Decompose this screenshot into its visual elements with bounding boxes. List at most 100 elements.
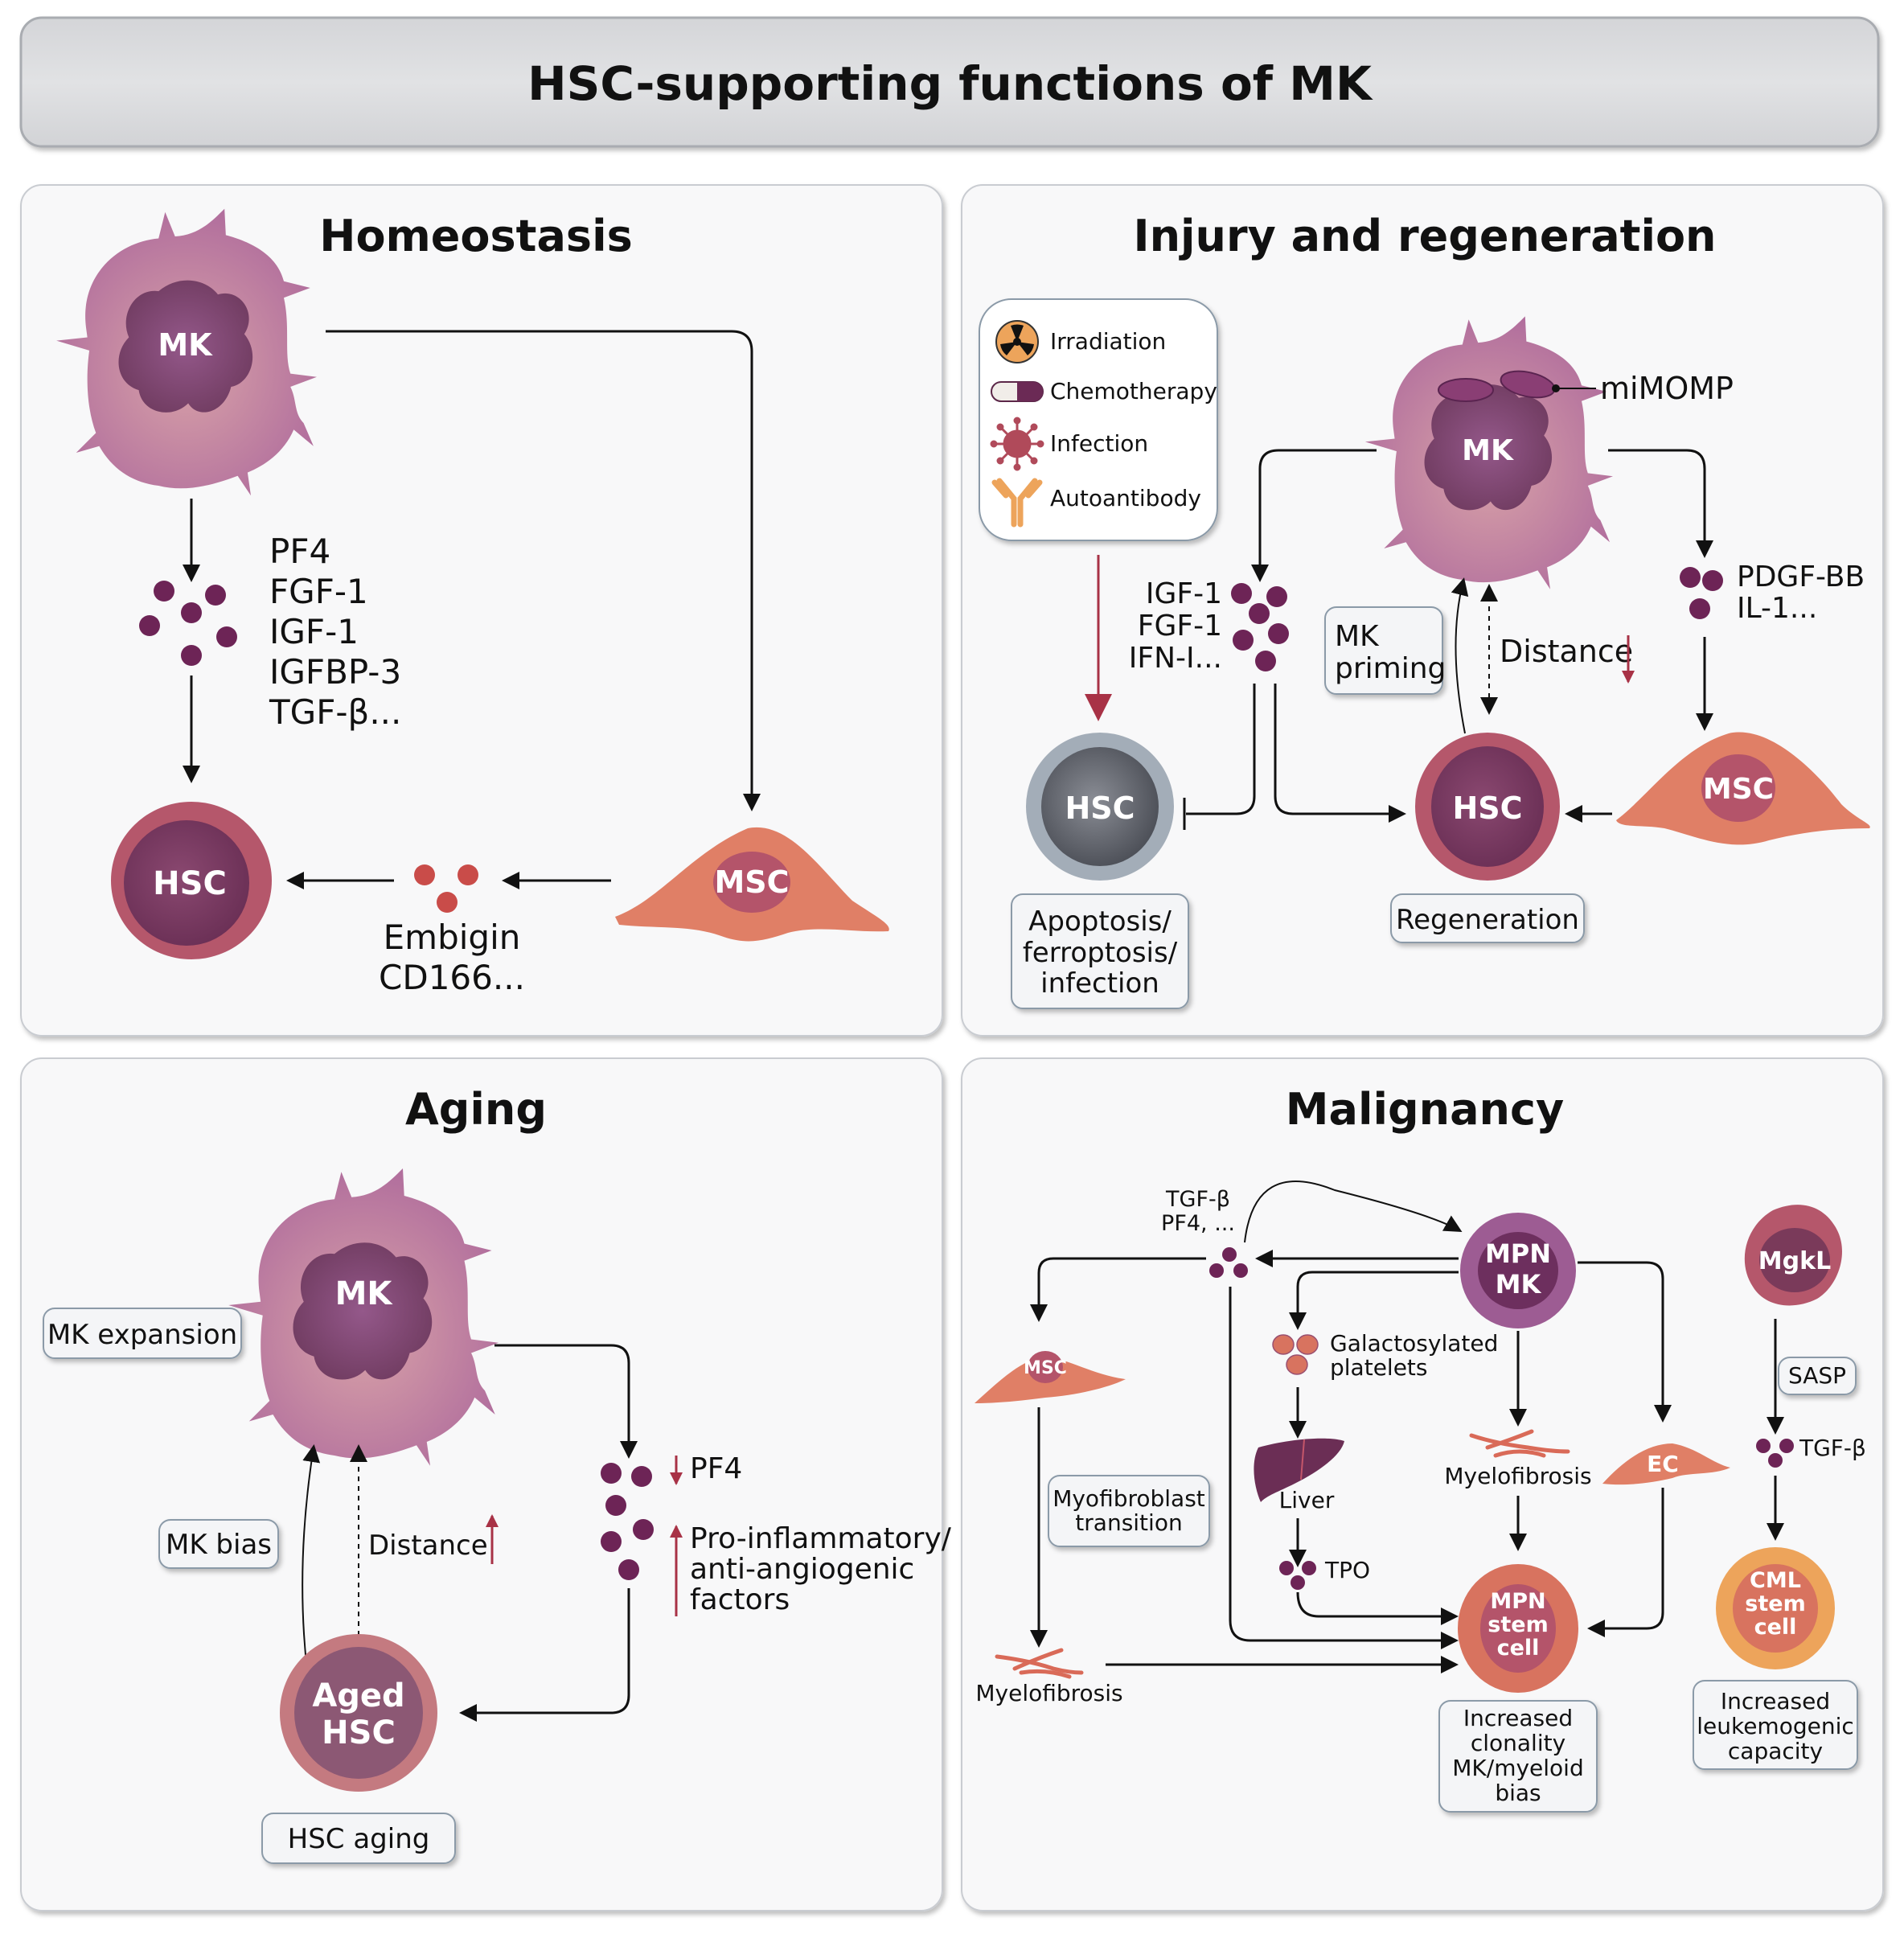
- svg-text:PF4: PF4: [690, 1452, 742, 1485]
- mpn-stem-cell: [1458, 1564, 1578, 1693]
- distance-label: Distance: [1500, 634, 1633, 669]
- svg-text:Myelofibrosis: Myelofibrosis: [975, 1680, 1122, 1706]
- svg-text:bias: bias: [1495, 1780, 1541, 1806]
- svg-text:MPN: MPN: [1490, 1589, 1545, 1614]
- svg-text:PF4: PF4: [269, 532, 330, 571]
- svg-text:cell: cell: [1754, 1615, 1797, 1640]
- svg-text:stem: stem: [1488, 1612, 1548, 1637]
- arrow-factors-to-msc: [1030, 1257, 1206, 1322]
- msc-cell-injury: [1616, 732, 1870, 845]
- svg-text:Myelofibrosis: Myelofibrosis: [1444, 1463, 1591, 1489]
- svg-text:Increased: Increased: [1721, 1688, 1830, 1714]
- svg-text:TPO: TPO: [1324, 1557, 1370, 1583]
- fibers-icon: [1469, 1429, 1570, 1458]
- mk-priming-box: MK priming: [1324, 606, 1446, 695]
- svg-text:leukemogenic: leukemogenic: [1697, 1713, 1854, 1739]
- svg-text:MK: MK: [335, 1275, 394, 1312]
- svg-text:MSC: MSC: [1024, 1358, 1067, 1378]
- tpo-cluster: [1279, 1561, 1316, 1590]
- svg-text:FGF-1: FGF-1: [269, 572, 368, 611]
- panel-injury: Injury and regeneration Irradiation Chem…: [961, 184, 1884, 1037]
- panel-title-malignancy: Malignancy: [1286, 1084, 1564, 1135]
- msc-cell: [615, 827, 889, 942]
- arrow-factors-to-aged-hsc: [459, 1588, 630, 1722]
- svg-text:priming: priming: [1335, 652, 1446, 685]
- panel-title-injury: Injury and regeneration: [1134, 211, 1717, 261]
- msc-cell-malignancy: [975, 1351, 1126, 1403]
- svg-text:PDGF-BB: PDGF-BB: [1737, 560, 1865, 593]
- svg-text:PF4, ...: PF4, ...: [1161, 1211, 1235, 1236]
- damaged-outcome-box: Apoptosis/ ferroptosis/ infection: [1011, 893, 1189, 1009]
- svg-text:factors: factors: [690, 1583, 790, 1616]
- arrow-mpnmk-to-ec: [1578, 1261, 1672, 1423]
- svg-text:transition: transition: [1075, 1509, 1182, 1536]
- svg-text:HSC: HSC: [1065, 790, 1135, 826]
- svg-text:IFN-I...: IFN-I...: [1129, 642, 1222, 675]
- svg-text:MK expansion: MK expansion: [47, 1319, 237, 1351]
- svg-text:Aged: Aged: [312, 1677, 404, 1714]
- virus-icon: [990, 417, 1044, 471]
- myofibroblast-box: Myofibroblast transition: [1048, 1475, 1210, 1547]
- mpn-outcome-box: Increased clonality MK/myeloid bias: [1438, 1700, 1598, 1813]
- antibody-icon: [991, 478, 1043, 528]
- msc-factor-cluster: [414, 864, 478, 913]
- panel-title-aging: Aging: [405, 1084, 547, 1135]
- svg-text:ferroptosis/: ferroptosis/: [1023, 937, 1178, 969]
- svg-text:Regeneration: Regeneration: [1396, 904, 1579, 936]
- mitochondria-icon: [1438, 370, 1556, 402]
- svg-text:TGF-β: TGF-β: [1165, 1187, 1230, 1212]
- arrow-factors-to-mpn-stem: [1229, 1287, 1459, 1649]
- right-factor-cluster: [1680, 567, 1723, 619]
- svg-text:MK: MK: [1496, 1269, 1542, 1300]
- hsc-aging-box: HSC aging: [261, 1813, 456, 1864]
- svg-text:MK: MK: [1335, 620, 1380, 653]
- svg-text:Autoantibody: Autoantibody: [1050, 485, 1201, 511]
- sasp-box: SASP: [1778, 1357, 1857, 1395]
- injury-legend: Irradiation Chemotherapy Infection: [979, 298, 1218, 541]
- svg-text:Distance: Distance: [368, 1530, 488, 1562]
- tgfb-cluster: [1756, 1439, 1794, 1468]
- factor-list: PF4 FGF-1 IGF-1 IGFBP-3 TGF-β...: [269, 532, 401, 732]
- svg-text:infection: infection: [1040, 967, 1159, 1000]
- svg-text:HSC: HSC: [1452, 790, 1522, 826]
- miMOMP-label: miMOMP: [1600, 371, 1734, 406]
- mk-label: MK: [158, 327, 213, 363]
- panel-homeostasis: Homeostasis MK PF4 FGF-1 IGF-1 IGFBP-3 T…: [20, 184, 943, 1037]
- mgkl-cell: [1744, 1205, 1842, 1306]
- arrow-factors-to-mpn-mk: [1244, 1180, 1463, 1243]
- svg-text:Liver: Liver: [1279, 1487, 1335, 1513]
- msc-label: MSC: [714, 864, 789, 900]
- svg-text:platelets: platelets: [1330, 1354, 1428, 1381]
- cml-outcome-box: Increased leukemogenic capacity: [1693, 1680, 1858, 1770]
- svg-text:HSC aging: HSC aging: [288, 1823, 430, 1855]
- arrow-mk-to-factors-aging: [494, 1344, 638, 1459]
- msc-factor-2: CD166...: [379, 958, 525, 997]
- svg-text:MPN: MPN: [1485, 1238, 1551, 1269]
- panel-title-homeostasis: Homeostasis: [319, 211, 632, 261]
- svg-text:MgkL: MgkL: [1758, 1247, 1831, 1275]
- mk-label-injury: MK: [1462, 434, 1514, 467]
- svg-text:Infection: Infection: [1050, 430, 1148, 457]
- svg-text:capacity: capacity: [1728, 1738, 1823, 1764]
- svg-text:SASP: SASP: [1788, 1362, 1846, 1389]
- platelets-icon: [1272, 1334, 1319, 1375]
- svg-text:EC: EC: [1647, 1451, 1679, 1477]
- svg-text:MK bias: MK bias: [166, 1529, 272, 1561]
- mk-bias-box: MK bias: [158, 1519, 279, 1569]
- svg-text:TGF-β: TGF-β: [1799, 1435, 1866, 1461]
- svg-text:IGF-1: IGF-1: [1146, 577, 1222, 610]
- hsc-label: HSC: [153, 865, 227, 902]
- arrow-to-regen-hsc: [1274, 684, 1406, 823]
- svg-text:IL-1...: IL-1...: [1737, 592, 1817, 625]
- radiation-icon: [995, 320, 1039, 363]
- panel-malignancy: Malignancy TGF-β PF4, ... MPN MK Galacto…: [961, 1057, 1884, 1911]
- ec-cell: [1602, 1443, 1730, 1485]
- svg-text:MK/myeloid: MK/myeloid: [1452, 1755, 1584, 1781]
- aging-factor-cluster: [601, 1463, 654, 1580]
- svg-text:Irradiation: Irradiation: [1050, 328, 1166, 355]
- svg-text:Myofibroblast: Myofibroblast: [1053, 1485, 1205, 1512]
- hsc-damaged-cell: [1026, 733, 1174, 881]
- svg-text:IGF-1: IGF-1: [269, 612, 359, 651]
- svg-text:stem: stem: [1745, 1591, 1805, 1616]
